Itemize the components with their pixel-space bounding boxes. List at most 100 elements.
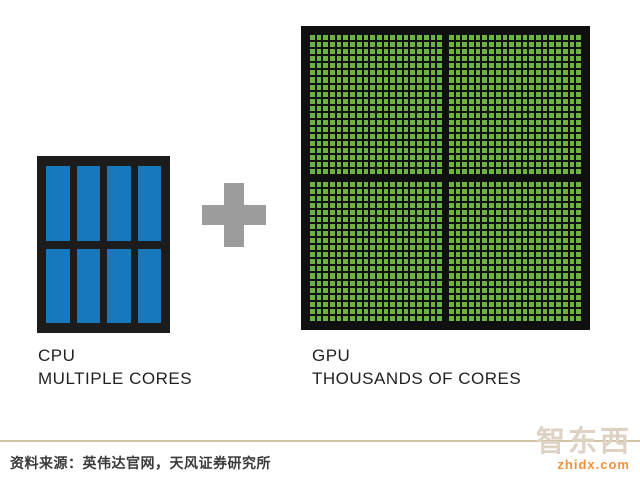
gpu-core [502,56,508,62]
gpu-core [556,209,561,215]
gpu-core [437,294,442,300]
gpu-core [576,216,581,222]
gpu-core [350,245,355,251]
gpu-core [410,105,416,111]
gpu-core [475,209,481,215]
gpu-core [417,287,422,293]
gpu-core [482,112,488,118]
gpu-core [417,70,422,76]
gpu-core [576,188,581,194]
gpu-core [330,181,335,187]
gpu-core [549,252,555,258]
gpu-core [330,259,335,265]
gpu-core [390,209,396,215]
gpu-core [556,91,561,97]
gpu-core [529,287,535,293]
gpu-core [390,202,396,208]
gpu-core [556,273,561,279]
gpu-core [343,301,349,307]
gpu-core [522,56,528,62]
gpu-core [482,315,488,321]
gpu-core [336,162,342,168]
gpu-core [330,63,335,69]
gpu-core [549,209,555,215]
gpu-core [330,238,335,244]
gpu-core [376,181,382,187]
gpu-core [417,266,422,272]
gpu-core [423,245,429,251]
gpu-core [529,70,535,76]
gpu-core [397,231,402,237]
cpu-core [107,166,131,241]
gpu-core [330,98,335,104]
gpu-core [383,56,389,62]
gpu-core [356,105,362,111]
gpu-core [529,126,535,133]
gpu-core [343,42,349,48]
gpu-core [529,266,535,272]
gpu-core [502,134,508,140]
gpu-core [417,273,422,279]
gpu-core [343,105,349,111]
gpu-core [403,266,409,272]
gpu-core [417,49,422,55]
gpu-core [330,301,335,307]
gpu-core [417,77,422,83]
gpu-core [576,56,581,62]
gpu-core [536,273,541,279]
gpu-core [310,35,315,41]
gpu-core [536,223,541,230]
gpu-core [449,63,454,69]
gpu-core [363,273,369,279]
gpu-core [417,308,422,314]
gpu-core [502,155,508,161]
gpu-core [489,287,494,293]
gpu-core [336,49,342,55]
gpu-core [469,56,474,62]
gpu-core [576,195,581,201]
gpu-core [569,169,575,175]
gpu-core [515,98,521,104]
gpu-core [430,238,436,244]
gpu-core [316,231,322,237]
gpu-core [462,266,468,272]
gpu-core [522,252,528,258]
gpu-core [343,308,349,314]
gpu-core [482,70,488,76]
gpu-core [562,231,568,237]
gpu-core [336,63,342,69]
gpu-core [356,148,362,154]
gpu-core [502,98,508,104]
gpu-core [449,273,454,279]
gpu-core [343,169,349,175]
gpu-core [549,223,555,230]
gpu-core [455,181,461,187]
gpu-core [363,287,369,293]
gpu-core [417,63,422,69]
gpu-core [397,287,402,293]
gpu-core [569,162,575,168]
gpu-core [542,181,548,187]
gpu-core [489,91,494,97]
gpu-core [316,84,322,90]
gpu-core [356,119,362,125]
gpu-core [323,294,329,300]
gpu-core [562,169,568,175]
gpu-core [423,35,429,41]
gpu-core [336,134,342,140]
gpu-core [475,294,481,300]
gpu-core [469,162,474,168]
gpu-core [462,181,468,187]
gpu-core [423,84,429,90]
gpu-core [430,315,436,321]
gpu-core [370,70,375,76]
gpu-core [482,280,488,286]
gpu-core [310,49,315,55]
gpu-core [316,169,322,175]
gpu-core [403,195,409,201]
gpu-core [343,148,349,154]
gpu-core [437,148,442,154]
gpu-core [495,315,501,321]
gpu-core [343,223,349,230]
gpu-core [482,119,488,125]
